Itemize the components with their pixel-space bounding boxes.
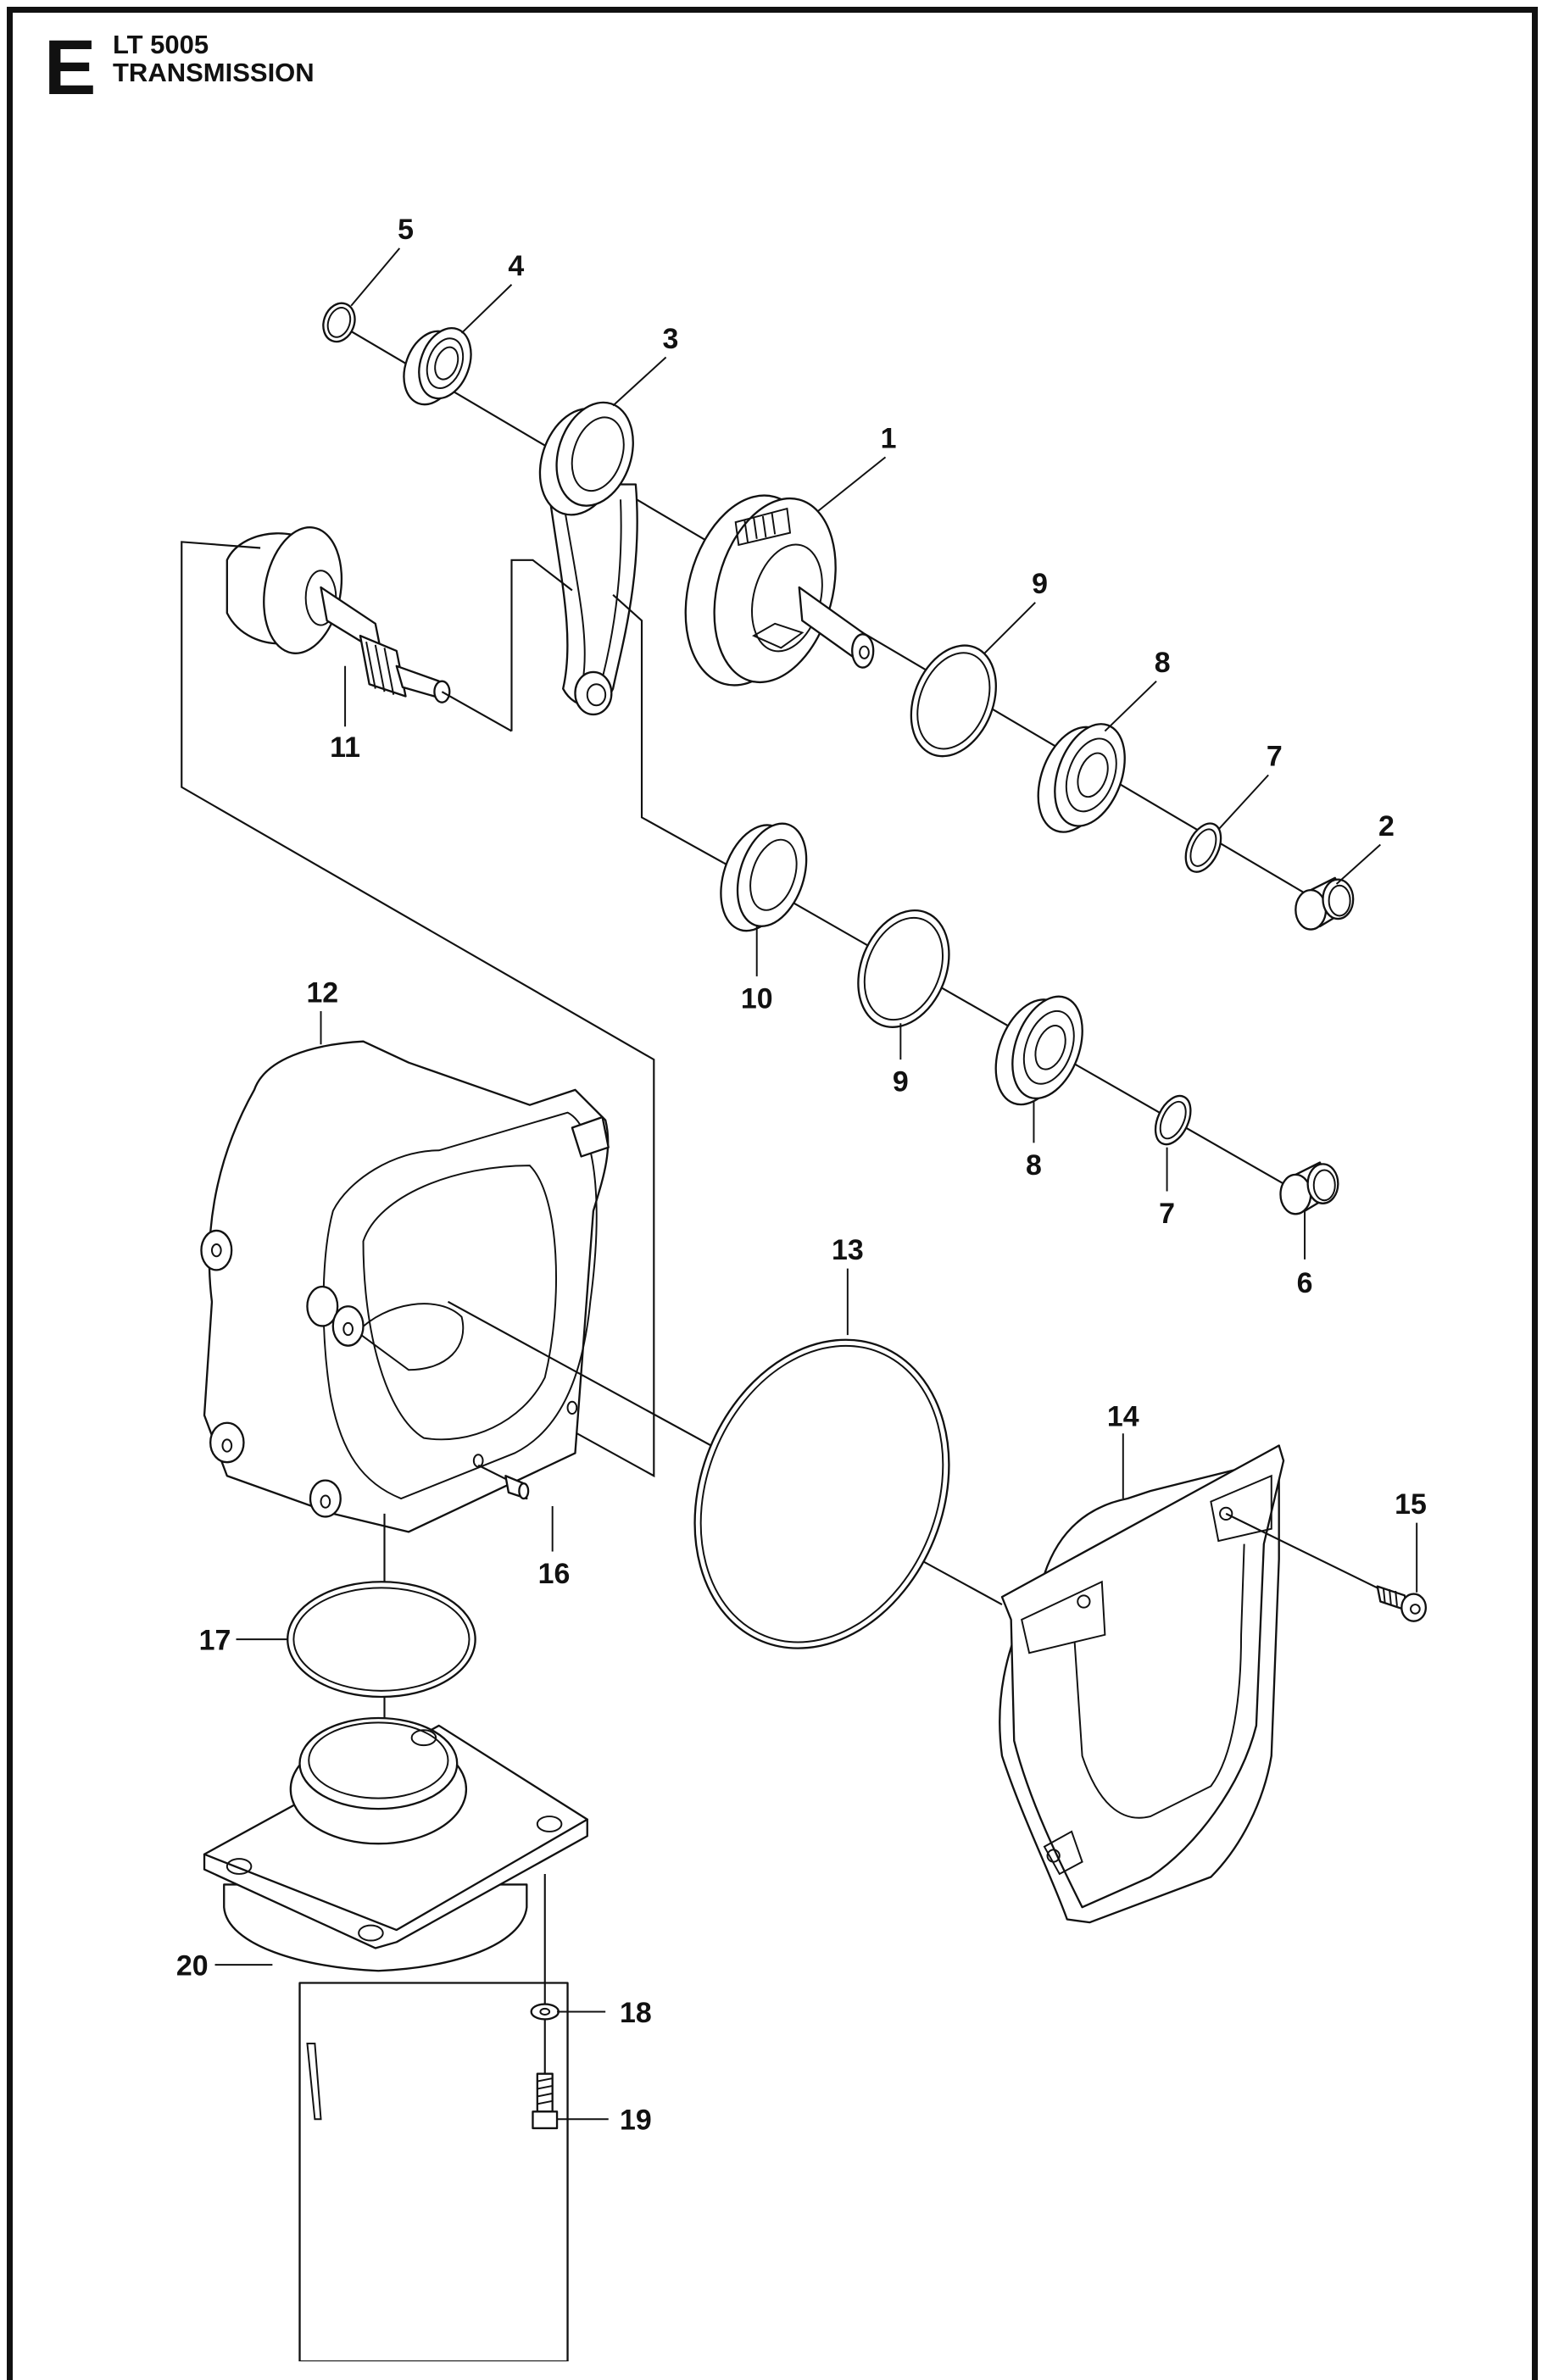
callout-15: 15 [1395, 1488, 1427, 1521]
part-19-screw[interactable] [532, 2072, 559, 2130]
part-16-pin[interactable] [504, 1475, 530, 1500]
part-11-pinion-shaft[interactable] [225, 521, 451, 703]
callout-17: 17 [199, 1625, 231, 1657]
callout-18: 18 [620, 1997, 652, 2029]
section-title: TRANSMISSION [113, 58, 315, 88]
page-border [7, 7, 1538, 2380]
part-1-gear-flange[interactable] [665, 481, 875, 700]
axis-line-pinion [441, 691, 513, 732]
axis-line-cover-screw [1225, 1512, 1381, 1591]
model-name: LT 5005 [113, 30, 209, 59]
part-17-o-ring[interactable] [287, 1581, 476, 1699]
callout-8-upper: 8 [1155, 647, 1171, 679]
callout-20: 20 [176, 1950, 209, 1982]
part-10-seal[interactable] [708, 815, 818, 940]
part-6-cap[interactable] [1279, 1161, 1339, 1215]
part-4-bearing[interactable] [394, 321, 480, 413]
part-9-ring-lower[interactable] [842, 897, 966, 1041]
callout-7-upper: 7 [1267, 741, 1283, 773]
callout-16: 16 [538, 1558, 571, 1590]
part-12-gear-housing[interactable] [200, 1040, 610, 1533]
part-8-bearing-lower[interactable] [983, 987, 1095, 1115]
callout-9-upper: 9 [1032, 568, 1048, 600]
callout-10: 10 [741, 982, 773, 1015]
leader-lines [214, 247, 1418, 2121]
bracket-line-left [181, 541, 655, 1393]
part-13-o-ring[interactable] [650, 1301, 994, 1687]
part-2-cap[interactable] [1295, 876, 1355, 931]
bracket-line-arm [612, 594, 724, 864]
bracket-line-mid [510, 559, 573, 731]
part-14-cover[interactable] [999, 1444, 1285, 1924]
callout-9-lower: 9 [893, 1066, 909, 1098]
callout-13: 13 [832, 1234, 864, 1266]
title-block: LT 5005 TRANSMISSION [113, 31, 315, 87]
callout-19: 19 [620, 2105, 652, 2137]
callout-12: 12 [306, 976, 338, 1009]
part-7-circlip-lower[interactable] [1149, 1091, 1198, 1150]
callout-2: 2 [1378, 810, 1395, 842]
part-18-washer[interactable] [530, 2003, 560, 2021]
part-15-screw[interactable] [1376, 1585, 1428, 1622]
part-3-connecting-arm[interactable] [527, 392, 646, 716]
callout-4: 4 [508, 250, 524, 282]
callout-11: 11 [330, 731, 360, 764]
callout-3: 3 [663, 323, 679, 355]
callout-8-lower: 8 [1026, 1149, 1042, 1182]
part-9-ring-upper[interactable] [895, 633, 1011, 770]
callout-5: 5 [398, 214, 414, 246]
callout-6: 6 [1297, 1267, 1313, 1299]
callout-14: 14 [1107, 1400, 1139, 1432]
part-8-bearing-upper[interactable] [1025, 715, 1138, 842]
part-20-tube-mount[interactable] [203, 1716, 588, 2361]
part-5-retaining-ring[interactable] [318, 298, 359, 346]
section-letter: E [44, 25, 96, 111]
part-7-circlip-upper[interactable] [1178, 818, 1228, 877]
callout-1: 1 [881, 423, 897, 455]
callout-7-lower: 7 [1159, 1198, 1175, 1230]
